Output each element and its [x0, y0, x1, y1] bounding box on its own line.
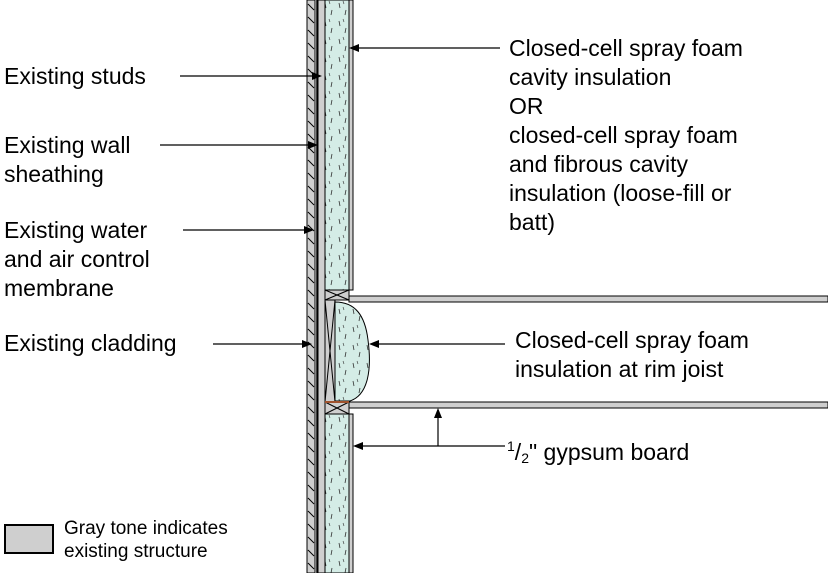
- cavity-line-5: and fibrous cavity: [509, 151, 688, 177]
- cavity-line-1: Closed-cell spray foam: [509, 35, 743, 61]
- cladding-tick: [307, 432, 315, 440]
- cladding-tick: [307, 198, 315, 206]
- cavity-line-2: cavity insulation: [509, 64, 672, 90]
- cladding-tick: [307, 172, 315, 180]
- cladding-tick: [307, 315, 315, 323]
- cladding-tick: [307, 263, 315, 271]
- cladding-tick: [307, 471, 315, 479]
- cladding-tick: [307, 549, 315, 557]
- cladding-tick: [307, 3, 315, 11]
- label-existing-studs: Existing studs: [4, 62, 146, 91]
- gypsum-denominator: 2: [521, 450, 529, 466]
- cladding-tick: [307, 289, 315, 297]
- cladding-tick: [307, 445, 315, 453]
- cladding-tick: [307, 328, 315, 336]
- cladding-tick: [307, 29, 315, 37]
- cladding-tick: [307, 497, 315, 505]
- cladding-tick: [307, 159, 315, 167]
- cavity-line-3: OR: [509, 93, 544, 119]
- cladding-tick: [307, 185, 315, 193]
- cladding-tick: [307, 107, 315, 115]
- lower-gypsum: [348, 413, 354, 573]
- cavity-line-6: insulation (loose-fill or: [509, 180, 732, 206]
- legend-text: Gray tone indicates existing structure: [64, 517, 228, 563]
- cladding-tick: [307, 380, 315, 388]
- cladding-tick: [307, 250, 315, 258]
- cladding-tick: [307, 55, 315, 63]
- cladding-tick: [307, 406, 315, 414]
- rim-joist-foam: [334, 301, 370, 402]
- cladding-tick: [307, 42, 315, 50]
- gypsum-numerator: 1: [507, 438, 515, 454]
- upper-gypsum: [348, 0, 354, 291]
- rim-line-2: insulation at rim joist: [515, 356, 724, 382]
- gypsum-text: " gypsum board: [528, 439, 690, 465]
- cladding-tick: [307, 16, 315, 24]
- label-water-air-membrane: Existing water and air control membrane: [4, 216, 150, 303]
- cladding-tick: [307, 458, 315, 466]
- legend-swatch: [4, 524, 54, 554]
- cladding-tick: [307, 276, 315, 284]
- cladding-tick: [307, 562, 315, 570]
- cladding-tick: [307, 523, 315, 531]
- membrane-line-1: Existing water: [4, 217, 148, 243]
- cladding-tick: [307, 510, 315, 518]
- cladding-tick: [307, 120, 315, 128]
- cladding-tick: [307, 211, 315, 219]
- label-existing-cladding: Existing cladding: [4, 329, 177, 358]
- membrane-line-3: membrane: [4, 275, 114, 301]
- cavity-line-7: batt): [509, 209, 556, 235]
- leader-arrowheads: [302, 44, 442, 450]
- cladding-tick: [307, 237, 315, 245]
- upper-cavity-foam: [324, 0, 350, 291]
- lower-cavity-foam: [324, 413, 350, 573]
- rim-line-1: Closed-cell spray foam: [515, 327, 749, 353]
- cladding-tick: [307, 536, 315, 544]
- cladding-tick: [307, 419, 315, 427]
- cladding-tick: [307, 393, 315, 401]
- upper-floor-deck: [348, 295, 828, 303]
- cladding-tick: [307, 81, 315, 89]
- cladding-tick: [307, 302, 315, 310]
- label-cavity-insulation: Closed-cell spray foam cavity insulation…: [509, 34, 743, 237]
- existing-cladding: [306, 0, 316, 573]
- membrane-line-2: and air control: [4, 246, 150, 272]
- cladding-tick: [307, 484, 315, 492]
- cladding-tick: [307, 367, 315, 375]
- legend-line-2: existing structure: [64, 541, 208, 562]
- cladding-tick: [307, 94, 315, 102]
- wall-sheathing-line-1: Existing wall: [4, 132, 131, 158]
- cladding-text: Existing cladding: [4, 330, 177, 356]
- wall-sheathing-line-2: sheathing: [4, 161, 104, 187]
- label-gypsum-board: 1/2" gypsum board: [507, 438, 690, 466]
- cladding-tick: [307, 133, 315, 141]
- cavity-line-4: closed-cell spray foam: [509, 122, 738, 148]
- label-rim-joist-insulation: Closed-cell spray foam insulation at rim…: [515, 326, 749, 384]
- cladding-tick: [307, 354, 315, 362]
- label-wall-sheathing: Existing wall sheathing: [4, 131, 131, 189]
- wall-sheathing: [317, 0, 326, 573]
- lower-ceiling: [348, 401, 828, 409]
- legend-line-1: Gray tone indicates: [64, 518, 228, 539]
- existing-studs-text: Existing studs: [4, 63, 146, 89]
